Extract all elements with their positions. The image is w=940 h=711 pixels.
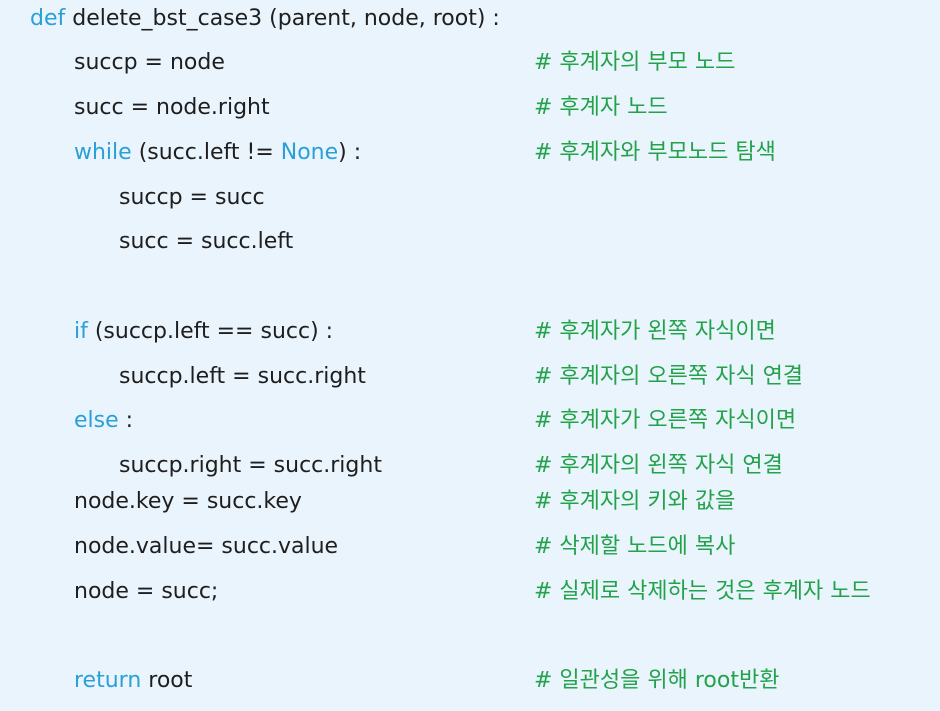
code-text: (succp.left == succ) : (87, 319, 334, 344)
code-comment: # 후계자가 왼쪽 자식이면 (534, 319, 776, 344)
code-line: succp = node (74, 46, 225, 80)
code-text: delete_bst_case3 (parent, node, root) : (65, 6, 500, 31)
keyword: while (74, 140, 132, 165)
keyword: else (74, 408, 119, 433)
keyword: None (280, 140, 339, 165)
keyword: return (74, 668, 142, 693)
code-line: if (succp.left == succ) : (74, 315, 333, 349)
code-text: node.key = succ.key (74, 489, 302, 514)
code-line: succp.left = succ.right (119, 360, 366, 394)
code-text: ) : (338, 140, 362, 165)
code-text: node = succ; (74, 579, 219, 604)
code-line: succ = node.right (74, 91, 270, 125)
code-line: def delete_bst_case3 (parent, node, root… (30, 2, 500, 36)
code-text: succp.right = succ.right (119, 453, 382, 478)
code-line: succ = succ.left (119, 225, 293, 259)
code-text: root (141, 668, 193, 693)
code-comment: # 실제로 삭제하는 것은 후계자 노드 (534, 579, 871, 604)
keyword: if (74, 319, 88, 344)
code-comment: # 후계자의 오른쪽 자식 연결 (534, 364, 804, 389)
code-line: node.key = succ.key (74, 485, 302, 519)
code-line: succp = succ (119, 181, 265, 215)
code-comment: # 후계자와 부모노드 탐색 (534, 140, 776, 165)
code-comment: # 삭제할 노드에 복사 (534, 534, 736, 559)
code-text: succ = node.right (74, 95, 270, 120)
code-line: node = succ; (74, 575, 218, 609)
code-text: : (118, 408, 134, 433)
code-line: succp.right = succ.right (119, 449, 382, 483)
code-comment: # 후계자가 오른쪽 자식이면 (534, 408, 797, 433)
code-line: return root (74, 664, 192, 698)
code-line: node.value= succ.value (74, 530, 338, 564)
code-text: succp = succ (119, 185, 265, 210)
code-comment: # 후계자의 왼쪽 자식 연결 (534, 453, 783, 478)
code-comment: # 후계자 노드 (534, 95, 668, 120)
code-text: succp.left = succ.right (119, 364, 366, 389)
code-text: node.value= succ.value (74, 534, 339, 559)
code-line: while (succ.left != None) : (74, 136, 361, 170)
code-comment: # 후계자의 부모 노드 (534, 50, 736, 75)
keyword: def (30, 6, 66, 31)
code-text: succp = node (74, 50, 225, 75)
code-comment: # 일관성을 위해 root반환 (534, 668, 780, 693)
code-text: (succ.left != (131, 140, 281, 165)
code-line: else : (74, 404, 133, 438)
code-text: succ = succ.left (119, 229, 294, 254)
code-comment: # 후계자의 키와 값을 (534, 489, 736, 514)
